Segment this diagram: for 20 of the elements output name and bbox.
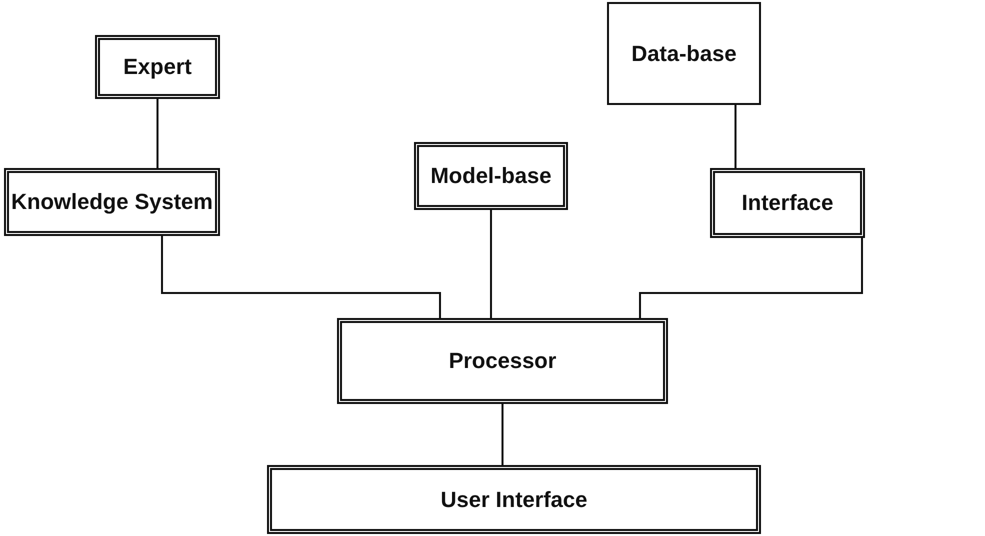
process-box [607, 2, 761, 105]
box-label: Expert [123, 54, 192, 80]
connector-line [490, 210, 492, 318]
process-box [337, 318, 668, 404]
connector-line [734, 105, 736, 168]
box-label: Model-base [430, 163, 552, 189]
process-box [710, 168, 865, 238]
process-box [4, 168, 220, 236]
box-label: User Interface [440, 486, 588, 512]
connector-line [161, 236, 441, 318]
process-box [414, 142, 568, 210]
box-label: Interface [742, 190, 834, 216]
process-box [267, 465, 761, 534]
box-label: Knowledge System [11, 189, 213, 215]
box-label: Data-base [631, 40, 737, 66]
connector-line [502, 404, 504, 465]
box-label: Processor [448, 348, 556, 374]
connector-line [156, 99, 158, 168]
connector-line [639, 238, 863, 318]
process-box [95, 35, 220, 99]
